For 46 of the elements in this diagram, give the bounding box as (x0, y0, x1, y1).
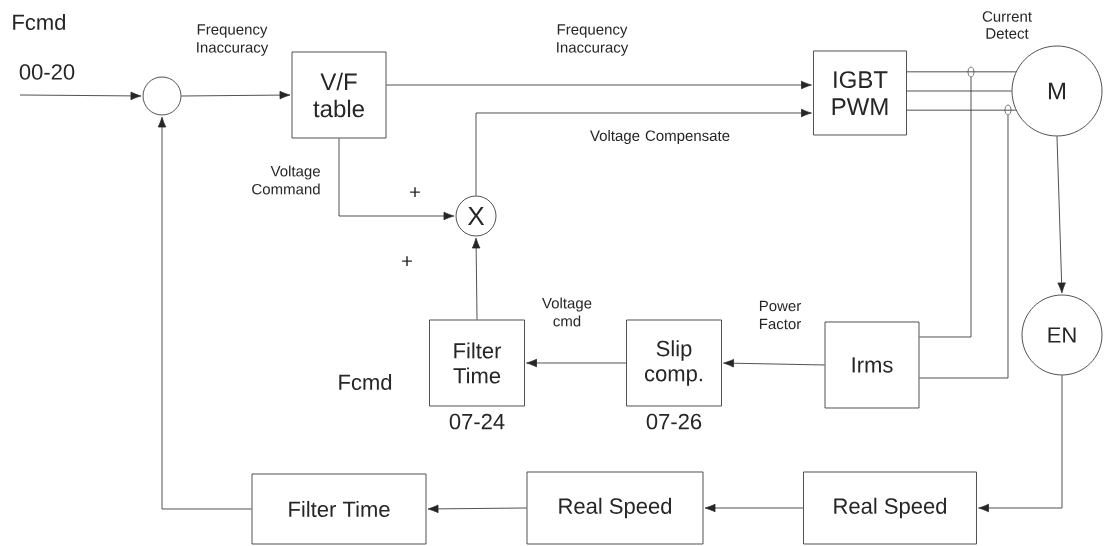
block-box: V/F table (291, 51, 387, 139)
motor-wire (906, 90, 1012, 92)
circle-node: M (1011, 45, 1103, 137)
motor-wire (906, 109, 1017, 111)
arrow (386, 80, 812, 90)
block-box: Slip comp. (626, 319, 722, 407)
arrow (157, 116, 252, 510)
edge-label: Frequency Inaccuracy (197, 24, 269, 56)
block-box: Irms (824, 321, 920, 409)
sign-label: + (410, 187, 420, 197)
arrow (19, 91, 142, 101)
signal-label: Fcmd (13, 13, 65, 31)
arrow (526, 358, 627, 368)
arrow (704, 503, 804, 513)
parameter-code: 00-20 (19, 64, 75, 80)
sense-line (919, 76, 972, 338)
sign-label: + (402, 256, 412, 266)
arrow (475, 108, 812, 196)
edge-label: Voltage cmd (542, 297, 592, 327)
signal-label: Current Detect (982, 11, 1032, 39)
block-box: Real Speed (803, 471, 977, 545)
block-box: Filter Time (429, 319, 525, 407)
arrow (723, 359, 825, 368)
arrow (1056, 136, 1066, 294)
circle-node: X (455, 195, 497, 237)
parameter-code: 07-26 (646, 413, 702, 430)
block-box: IGBT PWM (813, 50, 907, 136)
summing-junction (142, 76, 182, 116)
arrow (181, 90, 291, 100)
block-box: Real Speed (526, 471, 704, 545)
arrow (427, 504, 527, 514)
edge-label: Voltage Compensate (590, 130, 730, 144)
current-sensor (967, 66, 975, 78)
arrow (471, 237, 481, 320)
arrow (978, 375, 1063, 513)
current-sensor (1004, 104, 1012, 116)
motor-wire (906, 71, 1017, 73)
edge-label: Frequency Inaccuracy (557, 24, 629, 56)
edge-label: Power Factor (759, 300, 801, 330)
sense-line (919, 114, 1009, 379)
arrow (338, 138, 455, 221)
circle-node: EN (1021, 294, 1103, 376)
block-box: Filter Time (251, 473, 427, 545)
edge-label: Voltage Command (252, 165, 320, 195)
signal-label: Fcmd (339, 373, 392, 391)
parameter-code: 07-24 (449, 413, 505, 430)
